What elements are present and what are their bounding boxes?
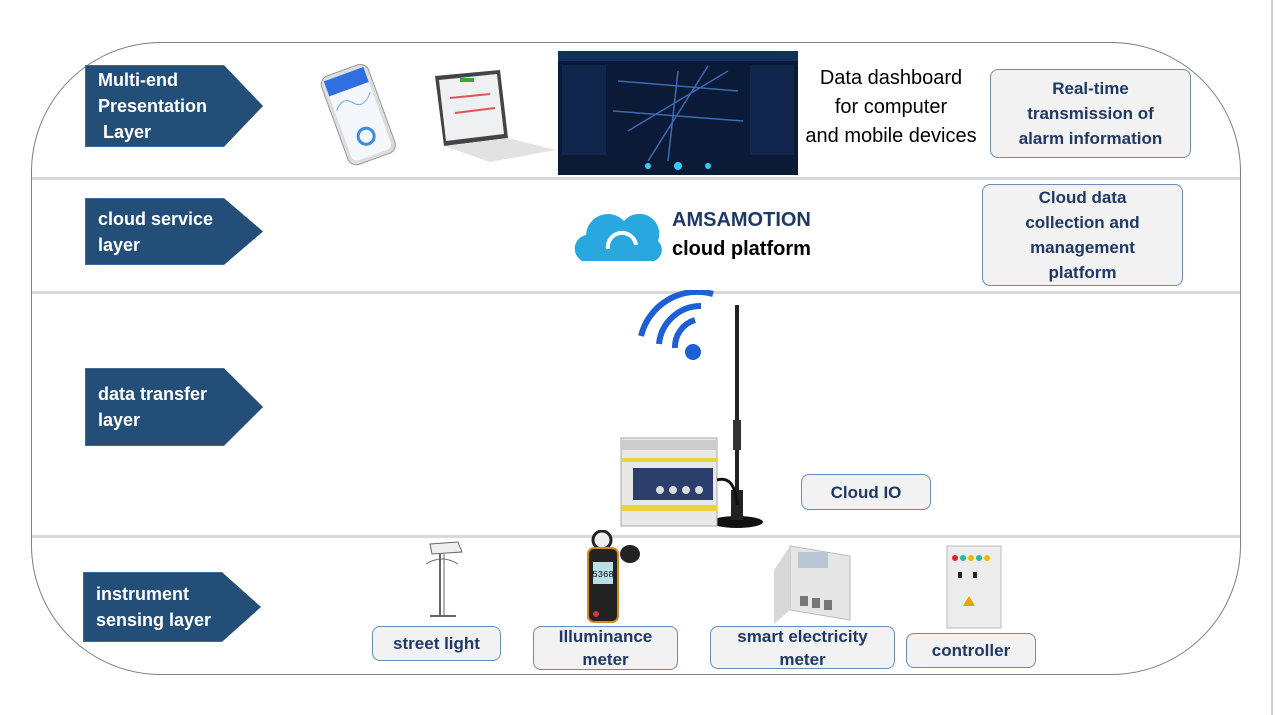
label: Presentation <box>98 96 208 116</box>
dashboard-caption: Data dashboard for computer and mobile d… <box>796 64 986 151</box>
text: Cloud IO <box>830 482 902 502</box>
street-light-label: street light <box>372 626 501 661</box>
smart-meter-image <box>774 545 851 624</box>
text: transmission of <box>1027 104 1154 123</box>
layer-presentation: Multi-end Presentation Layer <box>85 65 263 147</box>
text: management <box>1030 238 1135 257</box>
cloud-io-box: Cloud IO <box>801 474 931 510</box>
controller-cabinet-image <box>946 545 1002 629</box>
label: Layer <box>98 122 152 142</box>
divider <box>32 535 1240 538</box>
divider <box>32 177 1240 180</box>
alarm-transmission-box: Real-time transmission of alarm informat… <box>990 69 1191 158</box>
smartphone-image <box>320 63 396 166</box>
label: data transfer <box>98 384 208 404</box>
illuminance-meter-image: 5368 <box>587 530 640 623</box>
text: controller <box>931 641 1011 660</box>
cloud-io-device-image <box>620 305 763 528</box>
layer-data-transfer: data transfer layer <box>85 368 263 446</box>
text: smart electricity <box>737 626 868 646</box>
divider <box>32 291 1240 294</box>
lux-reading: 5368 <box>592 570 614 580</box>
wifi-signal-icon <box>638 290 714 360</box>
text: street light <box>393 634 480 653</box>
platform-name: cloud platform <box>672 238 811 260</box>
label: layer <box>98 234 141 255</box>
controller-label: controller <box>906 633 1036 668</box>
label: layer <box>98 410 141 430</box>
text: meter <box>779 649 826 669</box>
text: Real-time <box>1052 79 1129 98</box>
caption-line: and mobile devices <box>805 125 977 147</box>
text: Illuminance <box>558 627 653 646</box>
text: meter <box>582 650 629 669</box>
street-light-image <box>425 541 463 617</box>
layer-instrument-sensing: instrument sensing layer <box>83 572 261 642</box>
caption-line: for computer <box>834 96 948 118</box>
smart-meter-label: smart electricity meter <box>710 626 895 669</box>
text: Cloud data <box>1038 188 1127 207</box>
page-edge <box>1271 0 1273 715</box>
text: alarm information <box>1018 129 1163 148</box>
laptop-image <box>435 70 556 162</box>
illuminance-meter-label: Illuminance meter <box>533 626 678 670</box>
cloud-collection-box: Cloud data collection and management pla… <box>982 184 1183 286</box>
cloud-logo-icon <box>574 213 662 261</box>
label: sensing layer <box>96 610 212 630</box>
layer-cloud-service: cloud service layer <box>85 198 263 265</box>
label: cloud service <box>98 208 214 229</box>
label: instrument <box>96 584 190 604</box>
label: Multi-end <box>98 70 178 90</box>
text: collection and <box>1025 213 1140 232</box>
dashboard-image <box>558 51 798 175</box>
outer-frame <box>31 42 1241 675</box>
brand-name: AMSAMOTION <box>672 209 811 231</box>
caption-line: Data dashboard <box>819 67 963 89</box>
text: platform <box>1048 263 1117 282</box>
